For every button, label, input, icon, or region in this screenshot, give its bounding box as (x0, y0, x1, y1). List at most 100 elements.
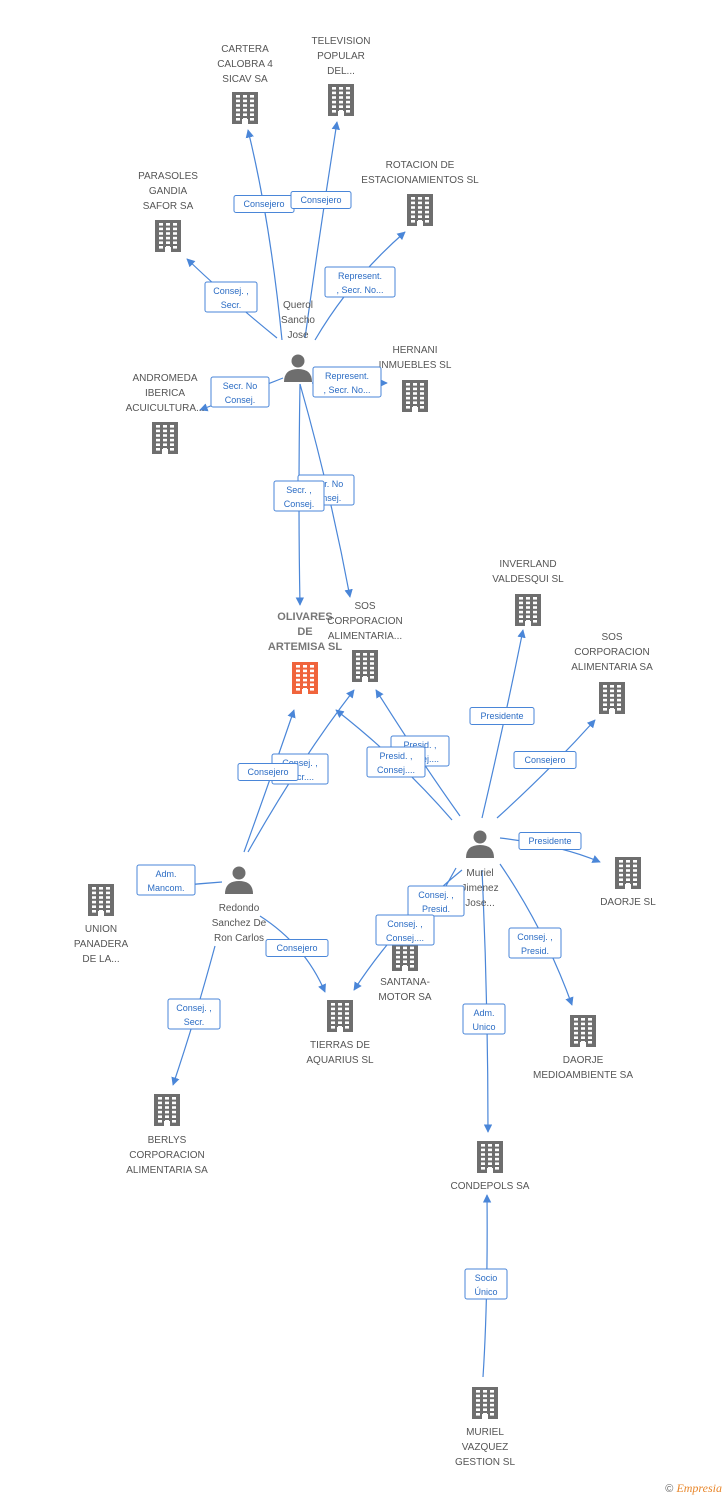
edge-label-box (312, 366, 382, 398)
node-label: PANADERA (74, 939, 129, 950)
node-label: Jimenez (461, 883, 498, 894)
node-label: ROTACION DE (386, 160, 455, 171)
node-label: DEL... (327, 66, 355, 77)
edge-label-e18[interactable]: Consej. ,Consej.... (375, 914, 435, 946)
edge-label-e4[interactable]: Consej. ,Secr. (204, 281, 258, 313)
edge-label-e8[interactable]: Secr. ,Consej. (273, 480, 325, 512)
edge-label-e10[interactable]: Consejero (513, 751, 577, 769)
edge-label-text: Consejero (524, 755, 565, 765)
building-icon (402, 380, 428, 412)
edge-label-e15[interactable]: Consejero (237, 763, 299, 781)
building-icon (292, 662, 318, 694)
edge-label-e16[interactable]: Adm.Mancom. (136, 864, 196, 896)
edge-label-box (167, 998, 221, 1030)
node-label: CORPORACION (129, 1150, 205, 1161)
edge-line-e1 (245, 129, 283, 341)
edge-label-e9[interactable]: Presidente (469, 707, 535, 725)
edge-line-e22 (481, 869, 493, 1133)
edge-label-box (508, 927, 562, 959)
building-icon (615, 857, 641, 889)
node-label: MEDIOAMBIENTE SA (533, 1070, 633, 1081)
edge-label-text: Consejero (243, 199, 284, 209)
edge-label-text: , Secr. No... (336, 285, 383, 295)
edge-label-text: Secr. No (309, 479, 344, 489)
node-label: TIERRAS DE (310, 1040, 370, 1051)
edge-label-text: Presid. , (403, 740, 436, 750)
node-label: DAORJE (563, 1055, 604, 1066)
node-label: POPULAR (317, 51, 365, 62)
edge-label-text: Consej. (225, 395, 256, 405)
node-tierras[interactable]: TIERRAS DE AQUARIUS SL (306, 1000, 374, 1066)
edge-label-box (290, 191, 352, 209)
building-icon (472, 1387, 498, 1419)
edge-label-box (464, 1268, 508, 1300)
edge-label-text: Consej. , (387, 919, 423, 929)
edge-label-e5[interactable]: Represent., Secr. No... (312, 366, 382, 398)
edge-label-text: Adm. (155, 869, 176, 879)
node-label: Sancho (281, 315, 315, 326)
node-label: CORPORACION (574, 647, 650, 658)
node-label: SAFOR SA (143, 201, 194, 212)
footer-brand[interactable]: © Empresia (665, 1481, 722, 1496)
node-label: CALOBRA 4 (217, 59, 273, 70)
node-label: INMUEBLES SL (379, 360, 452, 371)
edge-label-e21[interactable]: Consej. ,Secr. (167, 998, 221, 1030)
edge-label-box (324, 266, 396, 298)
edge-label-text: Consej. , (176, 1003, 212, 1013)
node-label: TELEVISION (312, 36, 371, 47)
edge-label-text: Socio (475, 1273, 498, 1283)
node-label: ACUICULTURA... (126, 403, 205, 414)
node-television[interactable]: TELEVISION POPULAR DEL... (312, 36, 371, 116)
edge-label-e22[interactable]: Adm. Unico (462, 1003, 506, 1035)
edge-label-box (273, 480, 325, 512)
edge-label-e20[interactable]: Consejero (265, 939, 329, 957)
edge-label-text: Adm. (473, 1008, 494, 1018)
building-icon (88, 884, 114, 916)
node-label: SOS (601, 632, 622, 643)
edge-label-text: Consej. , (282, 758, 318, 768)
node-andromeda[interactable]: ANDROMEDAIBERICAACUICULTURA... (126, 373, 205, 454)
node-rotacion[interactable]: ROTACION DE ESTACIONAMIENTOS SL (361, 160, 479, 226)
node-label: DE LA... (82, 954, 119, 965)
edge-label-e13[interactable]: Presidente (518, 832, 582, 850)
edge-label-e2[interactable]: Consejero (290, 191, 352, 209)
edge-label-e19[interactable]: Consej. ,Presid. (508, 927, 562, 959)
edge-label-text: Presidente (480, 711, 523, 721)
node-santana[interactable]: SANTANA-MOTOR SA (378, 939, 432, 1003)
edge-label-text: Secr. , (286, 485, 312, 495)
edge-label-e17[interactable]: Consej. ,Presid. (407, 885, 465, 917)
node-muriel[interactable]: MurielJimenezJose... (461, 830, 499, 910)
building-icon (352, 650, 378, 682)
node-condepols[interactable]: CONDEPOLS SA (451, 1141, 530, 1192)
node-daorje[interactable]: DAORJE SL (600, 857, 656, 908)
edge-label-e3[interactable]: Represent., Secr. No... (324, 266, 396, 298)
edge-label-text: Unico (472, 1022, 495, 1032)
node-sos1[interactable]: SOSCORPORACIONALIMENTARIA... (327, 601, 403, 682)
edge-label-text: Consejero (247, 767, 288, 777)
edge-label-box (237, 763, 299, 781)
node-label: AQUARIUS SL (306, 1055, 374, 1066)
person-icon (284, 354, 312, 382)
node-label: ALIMENTARIA... (328, 631, 402, 642)
edge-label-e12[interactable]: Presid. ,Consej.... (366, 746, 426, 778)
node-label: ESTACIONAMIENTOS SL (361, 175, 479, 186)
edge-label-e1[interactable]: Consejero (233, 195, 295, 213)
edge-label-box (136, 864, 196, 896)
building-icon (477, 1141, 503, 1173)
edge-label-text: Secr.... (286, 772, 314, 782)
node-label: ALIMENTARIA SA (126, 1165, 208, 1176)
node-daorjema[interactable]: DAORJE MEDIOAMBIENTE SA (533, 1015, 633, 1081)
